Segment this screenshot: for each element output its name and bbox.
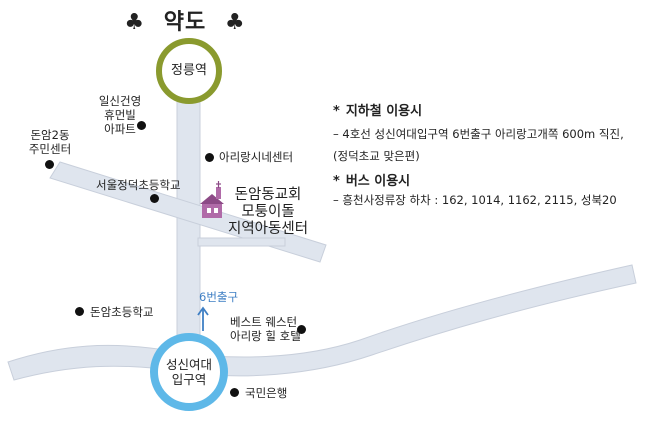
seoul-jeongdeok-marker bbox=[150, 194, 159, 203]
subway-directions-line2: (정덕초교 맞은편) bbox=[333, 149, 420, 163]
kookmin-marker bbox=[230, 388, 239, 397]
kookmin-label: 국민은행 bbox=[245, 386, 288, 400]
side-road bbox=[197, 237, 286, 247]
donam2-line1: 돈암2동 bbox=[30, 128, 70, 142]
subway-heading-text: 지하철 이용시 bbox=[345, 104, 423, 119]
bus-star: * bbox=[333, 174, 340, 189]
bus-heading-text: 버스 이용시 bbox=[345, 174, 411, 189]
ilsin-line3: 아파트 bbox=[104, 122, 136, 136]
ilsin-line1: 일신건영 bbox=[98, 94, 142, 108]
jeongneung-station-circle[interactable] bbox=[156, 38, 222, 104]
bottom-road bbox=[7, 264, 637, 381]
jeongneung-station-label: 정릉역 bbox=[160, 63, 218, 78]
jeongneung-station-name: 정릉역 bbox=[171, 63, 207, 78]
church-line1: 돈암동교회 bbox=[234, 187, 302, 203]
sungshin-station-label: 성신여대 입구역 bbox=[158, 357, 220, 387]
subway-directions-line1: – 4호선 성신여대입구역 6번출구 아리랑고개쪽 600m 직진, bbox=[333, 127, 624, 141]
sungshin-station-name-line2: 입구역 bbox=[171, 372, 207, 387]
church-label: 돈암동교회 모퉁이돌 지역아동센터 bbox=[228, 187, 308, 238]
arirang-cine-marker bbox=[205, 153, 214, 162]
best-western-label: 베스트 웨스턴 아리랑 힐 호텔 bbox=[230, 315, 301, 343]
club-icon-left: ♣ bbox=[124, 10, 146, 35]
donam2-line2: 주민센터 bbox=[28, 142, 72, 156]
donam2-marker bbox=[45, 160, 54, 169]
church-line3: 지역아동센터 bbox=[228, 221, 309, 237]
exit-6-label: 6번출구 bbox=[199, 290, 239, 304]
map-title-text: 약도 bbox=[163, 10, 207, 35]
church-icon bbox=[200, 181, 224, 218]
ilsin-humanvill-label: 일신건영 휴먼빌 아파트 bbox=[91, 94, 149, 136]
sungshin-station-name-line1: 성신여대 bbox=[165, 357, 212, 372]
club-icon-right: ♣ bbox=[224, 10, 246, 35]
donam-school-marker bbox=[75, 307, 84, 316]
donam2-community-center-label: 돈암2동 주민센터 bbox=[20, 128, 80, 156]
ilsin-line2: 휴먼빌 bbox=[104, 108, 136, 122]
subway-star: * bbox=[333, 104, 340, 119]
seoul-jeongdeok-school-label: 서울정덕초등학교 bbox=[96, 178, 181, 192]
bus-heading: * 버스 이용시 bbox=[333, 170, 410, 189]
donam-school-label: 돈암초등학교 bbox=[90, 305, 154, 319]
bus-directions: – 흥천사정류장 하차 : 162, 1014, 1162, 2115, 성북2… bbox=[333, 193, 617, 207]
sungshin-station-circle[interactable] bbox=[150, 333, 228, 411]
best-western-marker bbox=[297, 325, 306, 334]
ilsin-marker bbox=[137, 121, 146, 130]
map-title: ♣ 약도 ♣ bbox=[120, 4, 250, 36]
best-western-line2: 아리랑 힐 호텔 bbox=[230, 329, 301, 343]
exit-arrow bbox=[197, 306, 209, 331]
diagonal-road bbox=[49, 161, 327, 263]
arirang-cine-label: 아리랑시네센터 bbox=[219, 150, 294, 164]
subway-heading: * 지하철 이용시 bbox=[333, 100, 422, 119]
best-western-line1: 베스트 웨스턴 bbox=[230, 315, 298, 329]
church-line2: 모퉁이돌 bbox=[241, 204, 295, 220]
